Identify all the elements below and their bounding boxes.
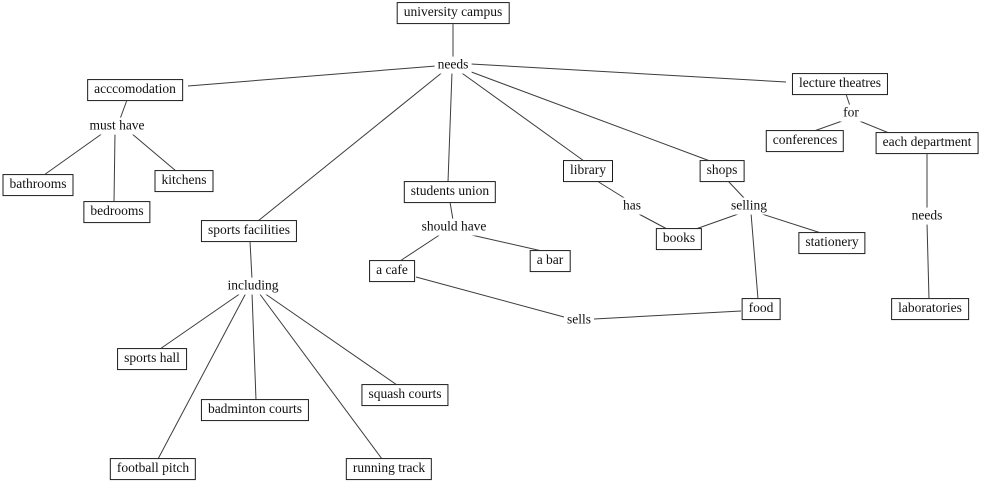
node-laboratories[interactable]: laboratories: [891, 298, 969, 320]
node-students-union[interactable]: students union: [403, 181, 497, 203]
edge-library-to-has: [596, 180, 627, 200]
edge-needs-top-to-lecture-theatres: [470, 63, 787, 83]
node-university-campus[interactable]: university campus: [396, 2, 510, 24]
edge-label-needs-right: needs: [908, 207, 946, 225]
node-bathrooms[interactable]: bathrooms: [2, 174, 74, 196]
edge-for-to-conferences: [813, 119, 846, 132]
node-football-pitch[interactable]: football pitch: [109, 458, 197, 480]
edge-label-for: for: [840, 104, 862, 122]
edge-label-including: including: [224, 277, 282, 295]
edge-needs-top-to-library: [458, 70, 585, 162]
node-food[interactable]: food: [741, 298, 781, 320]
node-acccomodation[interactable]: acccomodation: [87, 79, 183, 101]
edge-needs-top-to-acccomodation: [187, 65, 437, 87]
edge-students-union-to-should-have: [449, 201, 454, 221]
edge-including-to-badminton-courts: [251, 292, 257, 401]
edge-including-to-running-track: [258, 292, 383, 460]
edge-sells-to-food: [593, 310, 742, 320]
edge-selling-to-food: [750, 212, 759, 300]
node-sports-facilities[interactable]: sports facilities: [200, 220, 298, 242]
edge-for-to-each-department: [856, 119, 890, 134]
node-each-department[interactable]: each department: [875, 132, 979, 154]
edge-lecture-theatres-to-for: [845, 93, 851, 107]
edge-selling-to-books: [692, 212, 742, 231]
edge-label-needs-top: needs: [434, 56, 472, 74]
edge-needs-top-to-sports-facilities: [257, 70, 445, 222]
edge-should-have-to-a-bar: [466, 233, 543, 252]
edge-selling-to-stationery: [758, 212, 822, 234]
edge-shops-to-selling: [727, 180, 746, 200]
node-lecture-theatres[interactable]: lecture theatres: [791, 73, 889, 95]
node-bedrooms[interactable]: bedrooms: [83, 201, 151, 223]
edge-including-to-sports-hall: [159, 292, 242, 350]
edge-a-cafe-to-sells: [415, 276, 565, 318]
edge-acccomodation-to-must-have: [119, 99, 128, 120]
edge-must-have-to-bedrooms: [113, 132, 116, 203]
edge-must-have-to-kitchens: [130, 132, 177, 172]
node-books[interactable]: books: [655, 228, 703, 250]
edge-including-to-football-pitch: [157, 292, 247, 460]
edge-label-has: has: [620, 197, 644, 215]
node-running-track[interactable]: running track: [345, 458, 433, 480]
node-badminton-courts[interactable]: badminton courts: [200, 399, 310, 421]
node-stationery[interactable]: stationery: [798, 232, 866, 254]
edge-needs-top-to-students-union: [447, 71, 453, 183]
edge-needs-right-to-laboratories: [926, 222, 930, 300]
node-a-cafe[interactable]: a cafe: [369, 260, 415, 282]
node-shops[interactable]: shops: [699, 160, 745, 182]
edge-label-must-have: must have: [86, 117, 148, 135]
edge-label-sells: sells: [563, 311, 595, 329]
edge-has-to-books: [636, 212, 668, 230]
node-a-bar[interactable]: a bar: [529, 250, 571, 272]
edge-should-have-to-a-cafe: [399, 233, 442, 262]
node-library[interactable]: library: [563, 160, 613, 182]
edge-including-to-squash-courts: [263, 292, 398, 386]
node-kitchens[interactable]: kitchens: [154, 170, 214, 192]
node-squash-courts[interactable]: squash courts: [361, 384, 449, 406]
edge-must-have-to-bathrooms: [43, 132, 104, 176]
edge-needs-top-to-shops: [465, 69, 711, 162]
edge-label-should-have: should have: [418, 218, 490, 236]
node-conferences[interactable]: conferences: [765, 130, 845, 152]
edge-sports-facilities-to-including: [249, 240, 253, 280]
edge-label-selling: selling: [728, 197, 770, 215]
node-sports-hall[interactable]: sports hall: [117, 348, 187, 370]
